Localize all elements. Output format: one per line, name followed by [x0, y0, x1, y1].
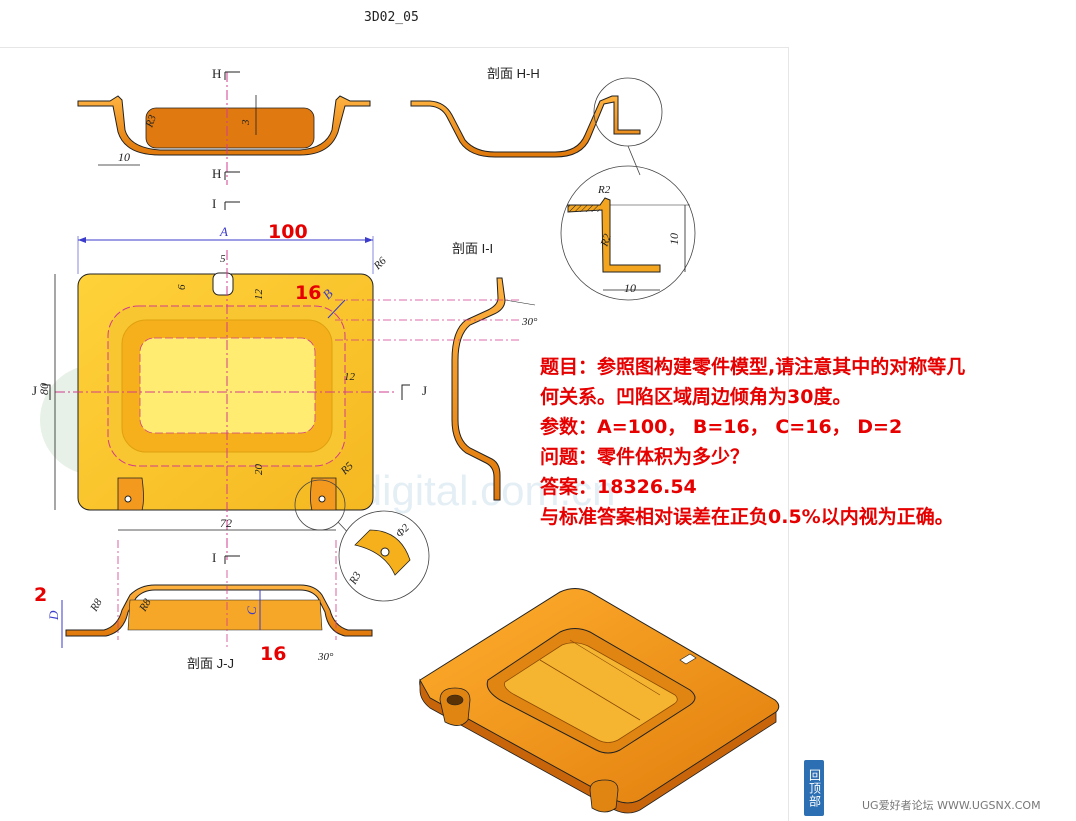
j-cut-marks: J J I: [32, 383, 427, 565]
dim-5-label: 5: [220, 253, 226, 265]
problem-line-5: 答案：18326.54: [540, 476, 697, 498]
problem-line-6: 与标准答案相对误差在正负0.5%以内视为正确。: [540, 506, 954, 528]
dim-r6-label: R6: [371, 255, 389, 273]
detail-dim-10-horizontal: 10: [624, 281, 636, 295]
detail-r2-upper: R2: [597, 184, 611, 196]
drawing-title: 3D02_05: [364, 10, 419, 25]
dim-10-label: 10: [118, 150, 130, 164]
section-jj-label: 剖面 J-J: [187, 656, 234, 671]
cut-mark-i-bottom: I: [212, 550, 216, 565]
dim-3-label: 3: [240, 119, 252, 126]
dim-12-vertical-label: 12: [253, 289, 265, 301]
jj-angle-label: 30°: [317, 651, 334, 663]
plan-view: A 80 72 5 6 12 12 20 R5 R6 B Φ2 R3: [37, 224, 430, 602]
jj-r8-right-label: R8: [137, 596, 154, 614]
problem-line-4: 问题：零件体积为多少？: [540, 446, 750, 468]
annotation-d-value: 2: [34, 584, 48, 606]
cut-mark-i-top: I: [212, 196, 216, 211]
section-hh-label: 剖面 H-H: [487, 66, 540, 81]
problem-line-1: 题目：参照图构建零件模型,请注意其中的对称等几: [540, 356, 966, 378]
cut-mark-j-left: J: [32, 383, 37, 398]
section-jj-view: C D R8 R8 30° 剖面 J-J: [46, 540, 373, 671]
ii-angle-label: 30°: [521, 316, 538, 328]
dim-a-label: A: [219, 224, 228, 239]
dim-6-label: 6: [176, 284, 188, 290]
h-cut-marks: H H I: [212, 66, 240, 211]
section-ii-label: 剖面 I-I: [452, 241, 493, 256]
forum-footer: UG爱好者论坛 WWW.UGSNX.COM: [862, 799, 1041, 812]
cut-mark-h-bottom: H: [212, 166, 221, 181]
dim-c-label: C: [244, 606, 259, 615]
problem-line-3: 参数：A=100， B=16， C=16， D=2: [540, 416, 903, 438]
section-ii-view: 剖面 I-I 30°: [335, 241, 538, 501]
section-hh-view: 剖面 H-H 10 10 R2 R2: [410, 66, 696, 301]
dim-20-label: 20: [253, 464, 265, 476]
detail-r3-label: R3: [347, 569, 364, 587]
dim-r3-label: R3: [143, 113, 159, 130]
jj-r8-left-label: R8: [88, 596, 105, 614]
top-front-view: 10 R3 3: [77, 72, 371, 185]
annotation-c-value: 16: [260, 643, 287, 665]
dim-72-label: 72: [220, 516, 232, 530]
detail-dim-10-vertical: 10: [667, 233, 681, 245]
annotation-a-value: 100: [268, 221, 308, 243]
annotation-b-value: 16: [295, 282, 322, 304]
cut-mark-j-right: J: [422, 383, 427, 398]
cut-mark-h-top: H: [212, 66, 221, 81]
isometric-3d-view: [419, 588, 780, 814]
dim-80-label: 80: [37, 383, 51, 395]
detail-r2-lower: R2: [598, 232, 614, 249]
back-to-top-button[interactable]: 回顶部: [804, 760, 824, 816]
dim-12-horizontal-label: 12: [344, 371, 356, 383]
dim-d-label: D: [46, 610, 61, 621]
problem-line-2: 何关系。凹陷区域周边倾角为30度。: [540, 386, 852, 408]
problem-statement: 题目：参照图构建零件模型,请注意其中的对称等几 何关系。凹陷区域周边倾角为30度…: [540, 352, 1070, 532]
detail-circle-hh: [560, 165, 696, 301]
